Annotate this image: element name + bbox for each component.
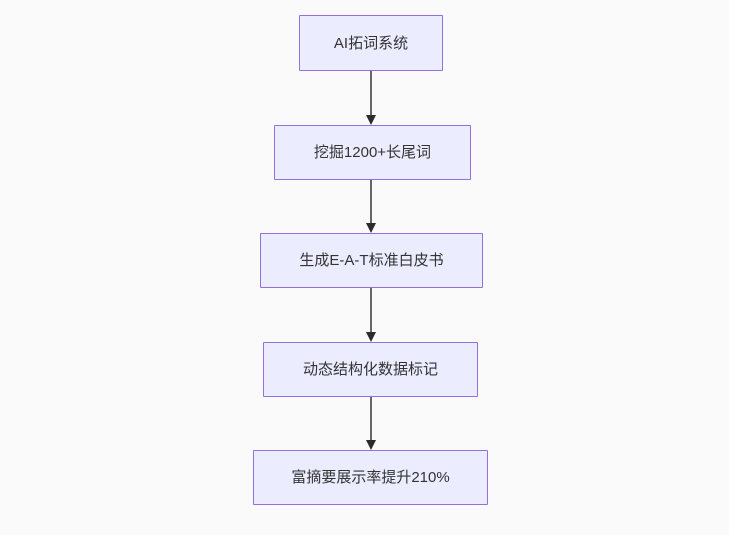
flowchart-node-step1: AI拓词系统: [299, 15, 443, 71]
node-label: 生成E-A-T标准白皮书: [299, 252, 444, 269]
node-label: AI拓词系统: [333, 34, 409, 52]
flowchart-node-step2: 挖掘1200+长尾词: [274, 125, 471, 180]
node-label: 富摘要展示率提升210%: [291, 469, 450, 486]
flowchart-arrow: [366, 71, 376, 125]
arrowhead-down-icon: [366, 332, 376, 342]
arrowhead-down-icon: [366, 223, 376, 233]
flowchart-node-step4: 动态结构化数据标记: [263, 342, 478, 397]
flowchart-node-step5: 富摘要展示率提升210%: [253, 450, 488, 505]
flowchart-arrow: [366, 288, 376, 342]
arrowhead-down-icon: [366, 115, 376, 125]
flowchart-node-step3: 生成E-A-T标准白皮书: [260, 233, 483, 288]
node-label: 动态结构化数据标记: [302, 361, 438, 378]
arrowhead-down-icon: [366, 440, 376, 450]
node-label: 挖掘1200+长尾词: [313, 144, 432, 161]
flowchart-arrow: [366, 397, 376, 450]
flowchart-arrow: [366, 180, 376, 233]
